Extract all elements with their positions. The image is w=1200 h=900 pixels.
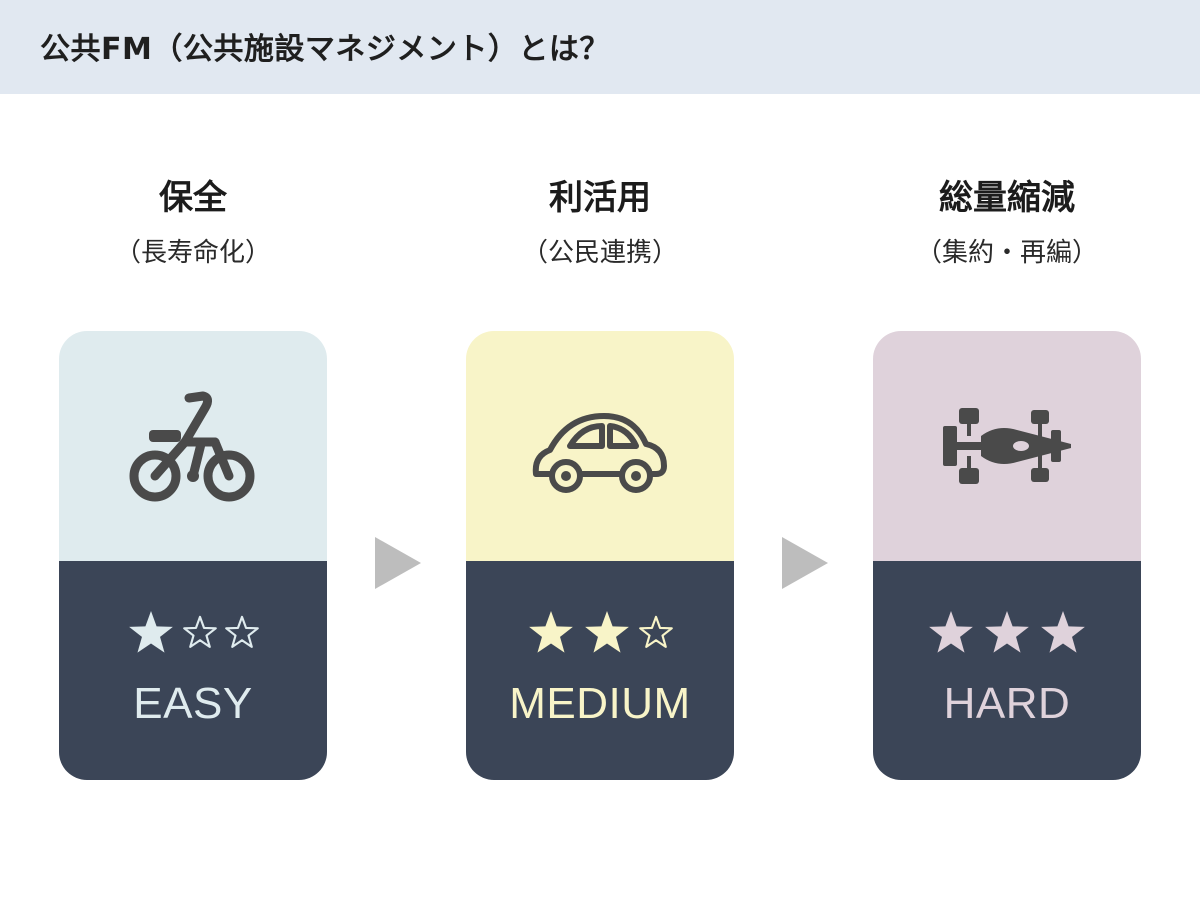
race-car-icon (937, 386, 1077, 506)
bicycle-icon (123, 386, 263, 506)
star-filled-icon (585, 611, 629, 653)
difficulty-label: MEDIUM (509, 679, 691, 728)
difficulty-card: MEDIUM (466, 331, 734, 780)
stage-subtitle: （長寿命化） (114, 238, 271, 268)
card-icon-panel (59, 331, 327, 561)
difficulty-label: EASY (133, 679, 253, 728)
page-title: 公共FM（公共施設マネジメント）とは？ (40, 32, 610, 67)
star-filled-icon (129, 611, 173, 653)
car-icon (530, 386, 670, 506)
star-outline-icon (225, 615, 259, 648)
stage-title: 総量縮減 (939, 178, 1075, 218)
card-rating-panel: MEDIUM (466, 561, 734, 780)
card-icon-panel (466, 331, 734, 561)
star-rating (59, 607, 327, 663)
star-outline-icon (183, 615, 217, 648)
header-bar: 公共FM（公共施設マネジメント）とは？ (0, 0, 1200, 94)
stage-subtitle: （公民連携） (521, 238, 678, 268)
difficulty-label: HARD (943, 679, 1071, 728)
difficulty-card: EASY (59, 331, 327, 780)
star-outline-icon (639, 615, 673, 648)
star-filled-icon (985, 611, 1029, 653)
star-rating (873, 607, 1141, 663)
arrow-right-icon (375, 537, 421, 589)
stage-title: 保全 (159, 178, 227, 218)
star-rating (466, 607, 734, 663)
difficulty-card: HARD (873, 331, 1141, 780)
star-filled-icon (929, 611, 973, 653)
stage-subtitle: （集約・再編） (915, 238, 1098, 268)
star-filled-icon (1041, 611, 1085, 653)
arrow-right-icon (782, 537, 828, 589)
stage-title: 利活用 (549, 178, 651, 218)
card-icon-panel (873, 331, 1141, 561)
card-rating-panel: EASY (59, 561, 327, 780)
star-filled-icon (529, 611, 573, 653)
card-rating-panel: HARD (873, 561, 1141, 780)
